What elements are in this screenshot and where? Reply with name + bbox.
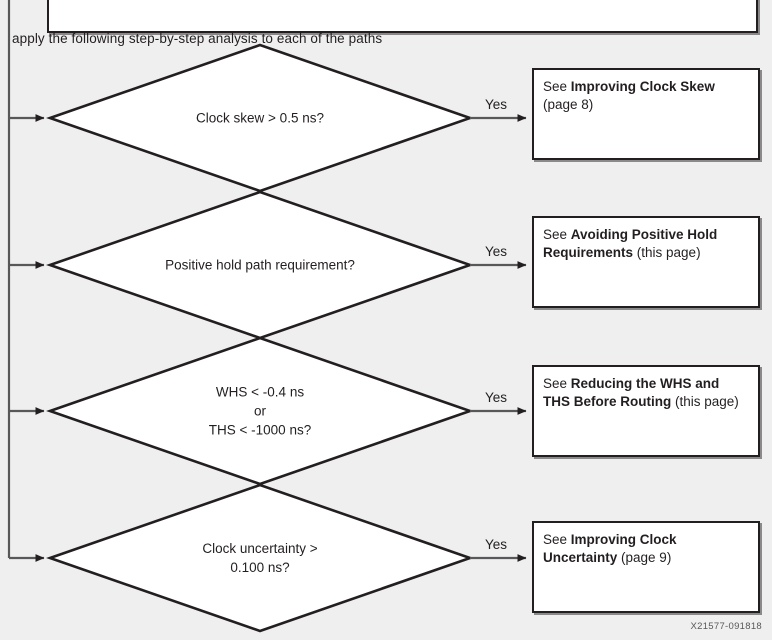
reference-box-avoiding-positive-hold-requirements[interactable]: See Avoiding Positive Hold Requirements … bbox=[532, 216, 760, 308]
reference-suffix-1: (page 8) bbox=[543, 96, 594, 112]
reference-suffix-2: (this page) bbox=[633, 244, 701, 260]
reference-box-text-3: See Reducing the WHS and THS Before Rout… bbox=[543, 375, 750, 410]
intro-box bbox=[47, 0, 758, 33]
branch-label-yes-1: Yes bbox=[484, 97, 508, 112]
branch-label-yes-4: Yes bbox=[484, 537, 508, 552]
reference-suffix-4: (page 9) bbox=[617, 549, 672, 565]
reference-link-3[interactable]: Reducing the WHS and THS Before Routing bbox=[543, 376, 720, 409]
reference-suffix-3: (this page) bbox=[671, 393, 739, 409]
reference-box-text-1: See Improving Clock Skew (page 8) bbox=[543, 78, 750, 113]
reference-box-improving-clock-uncertainty[interactable]: See Improving Clock Uncertainty (page 9) bbox=[532, 521, 760, 613]
decision-diamond-whs-ths bbox=[46, 336, 474, 486]
decision-diamond-positive-hold bbox=[46, 190, 474, 340]
branch-label-yes-2: Yes bbox=[484, 244, 508, 259]
reference-box-text-2: See Avoiding Positive Hold Requirements … bbox=[543, 226, 750, 261]
reference-prefix-2: See bbox=[543, 227, 571, 242]
reference-link-2[interactable]: Avoiding Positive Hold Requirements bbox=[543, 227, 718, 260]
reference-link-4[interactable]: Improving Clock Uncertainty bbox=[543, 532, 677, 565]
reference-box-improving-clock-skew[interactable]: See Improving Clock Skew (page 8) bbox=[532, 68, 760, 160]
decision-diamond-clock-skew bbox=[46, 43, 474, 193]
reference-prefix-4: See bbox=[543, 532, 571, 547]
branch-label-yes-3: Yes bbox=[484, 390, 508, 405]
reference-box-text-4: See Improving Clock Uncertainty (page 9) bbox=[543, 531, 750, 566]
reference-prefix-3: See bbox=[543, 376, 571, 391]
intro-box-text: apply the following step-by-step analysi… bbox=[12, 31, 383, 46]
reference-prefix-1: See bbox=[543, 79, 571, 94]
reference-link-1[interactable]: Improving Clock Skew bbox=[570, 79, 715, 94]
decision-diamond-clock-uncertainty bbox=[46, 483, 474, 633]
figure-id-label: X21577-091818 bbox=[690, 621, 762, 632]
reference-box-reducing-whs-and-ths[interactable]: See Reducing the WHS and THS Before Rout… bbox=[532, 365, 760, 457]
